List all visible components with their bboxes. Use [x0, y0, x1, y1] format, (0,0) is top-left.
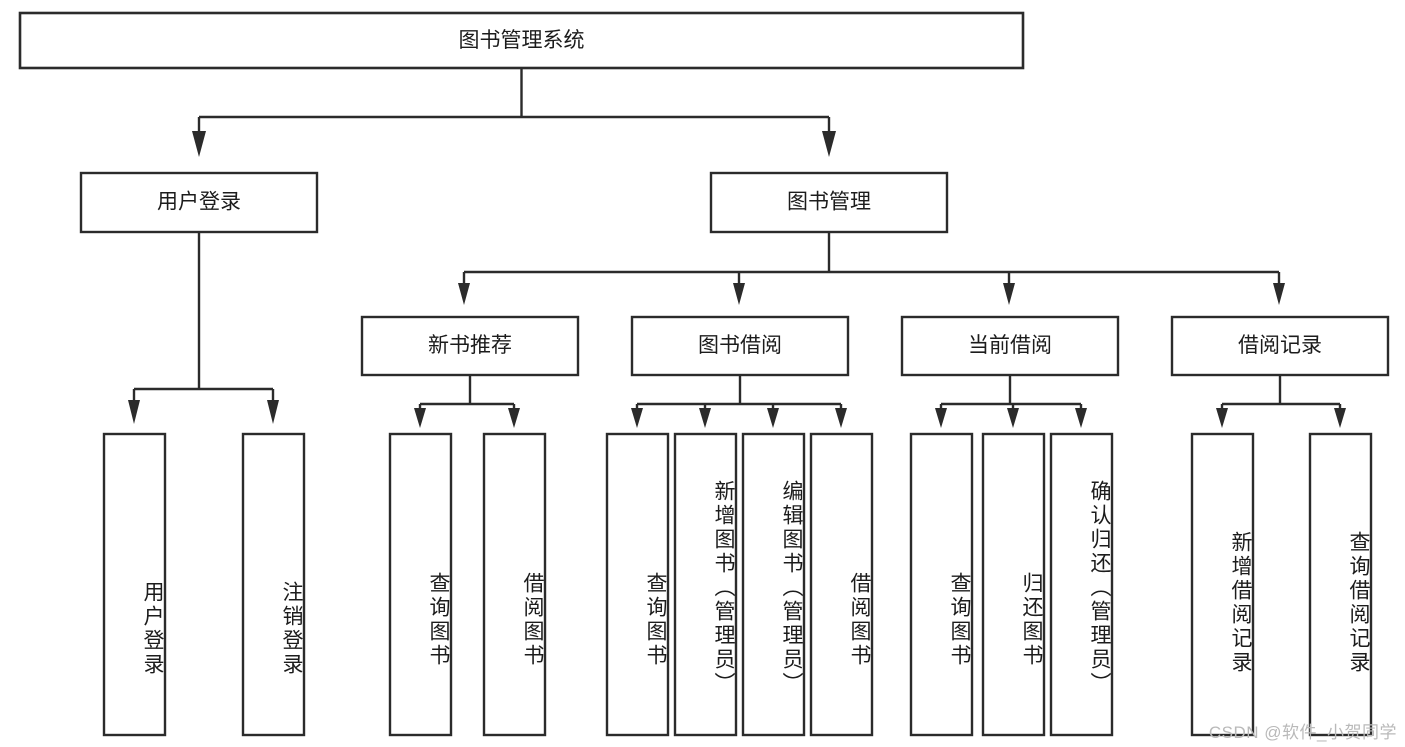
node-book-management-rect[interactable]	[709, 171, 949, 234]
arrow-head-to-current	[1003, 283, 1015, 305]
arrow-head-to-newbook	[458, 283, 470, 305]
connector-group-newbook	[414, 375, 520, 428]
arrow-head-current-leaf3	[1075, 408, 1087, 428]
arrow-head-record-leaf2	[1334, 408, 1346, 428]
node-user-login[interactable]: 用户登录	[79, 171, 319, 234]
leaf-box-query-book-recommend[interactable]	[388, 432, 453, 737]
arrow-head-to-borrow	[733, 283, 745, 305]
connector-group-login	[128, 232, 279, 424]
leaf-box-query-book-borrow[interactable]	[605, 432, 670, 737]
arrow-head-borrow-leaf4	[835, 408, 847, 428]
arrow-head-borrow-leaf1	[631, 408, 643, 428]
node-root-system[interactable]: 图书管理系统	[18, 11, 1025, 70]
leaf-box-query-borrow-record[interactable]	[1308, 432, 1373, 737]
node-borrow-record[interactable]: 借阅记录	[1170, 315, 1390, 377]
connector-group-bookmgmt	[458, 232, 1285, 305]
connector-group-current	[935, 375, 1087, 428]
csdn-watermark: CSDN @软件_小贺同学	[1208, 723, 1397, 742]
node-book-borrow-rect[interactable]	[630, 315, 850, 377]
arrow-head-login-leaf1	[128, 400, 140, 424]
node-book-management[interactable]: 图书管理	[709, 171, 949, 234]
node-book-borrow-label: 图书借阅	[698, 334, 782, 357]
arrow-head-current-leaf1	[935, 408, 947, 428]
arrow-head-borrow-leaf3	[767, 408, 779, 428]
node-new-book-recommend[interactable]: 新书推荐	[360, 315, 580, 377]
leaf-box-edit-book-admin[interactable]	[741, 432, 806, 737]
connector-group-root	[192, 68, 836, 157]
node-borrow-record-rect[interactable]	[1170, 315, 1390, 377]
node-new-book-recommend-label: 新书推荐	[428, 334, 512, 357]
node-user-login-rect[interactable]	[79, 171, 319, 234]
node-current-borrow-rect[interactable]	[900, 315, 1120, 377]
leaf-box-user-login[interactable]	[102, 432, 167, 737]
leaf-box-add-borrow-record[interactable]	[1190, 432, 1255, 737]
node-user-login-label: 用户登录	[157, 191, 241, 214]
arrow-head-login-leaf2	[267, 400, 279, 424]
connector-group-record	[1216, 375, 1346, 428]
node-root-system-label: 图书管理系统	[459, 29, 585, 52]
node-borrow-record-label: 借阅记录	[1238, 334, 1322, 357]
leaf-box-query-book-current[interactable]	[909, 432, 974, 737]
node-current-borrow[interactable]: 当前借阅	[900, 315, 1120, 377]
node-book-management-label: 图书管理	[787, 191, 871, 214]
connector-group-borrow	[631, 375, 847, 428]
arrow-head-root-to-login	[192, 131, 206, 157]
node-root-system-rect[interactable]	[18, 11, 1025, 70]
leaf-box-return-book[interactable]	[981, 432, 1046, 737]
arrow-head-newbook-leaf2	[508, 408, 520, 428]
arrow-head-borrow-leaf2	[699, 408, 711, 428]
leaf-box-borrow-book-recommend[interactable]	[482, 432, 547, 737]
arrow-head-newbook-leaf1	[414, 408, 426, 428]
arrow-head-root-to-bookmgmt	[822, 131, 836, 157]
arrow-head-current-leaf2	[1007, 408, 1019, 428]
node-book-borrow[interactable]: 图书借阅	[630, 315, 850, 377]
leaf-box-borrow-book[interactable]	[809, 432, 874, 737]
node-current-borrow-label: 当前借阅	[968, 334, 1052, 357]
arrow-head-to-record	[1273, 283, 1285, 305]
leaf-box-add-book-admin[interactable]	[673, 432, 738, 737]
leaf-box-confirm-return-admin[interactable]	[1049, 432, 1114, 737]
arrow-head-record-leaf1	[1216, 408, 1228, 428]
node-new-book-recommend-rect[interactable]	[360, 315, 580, 377]
leaf-box-logout[interactable]	[241, 432, 306, 737]
